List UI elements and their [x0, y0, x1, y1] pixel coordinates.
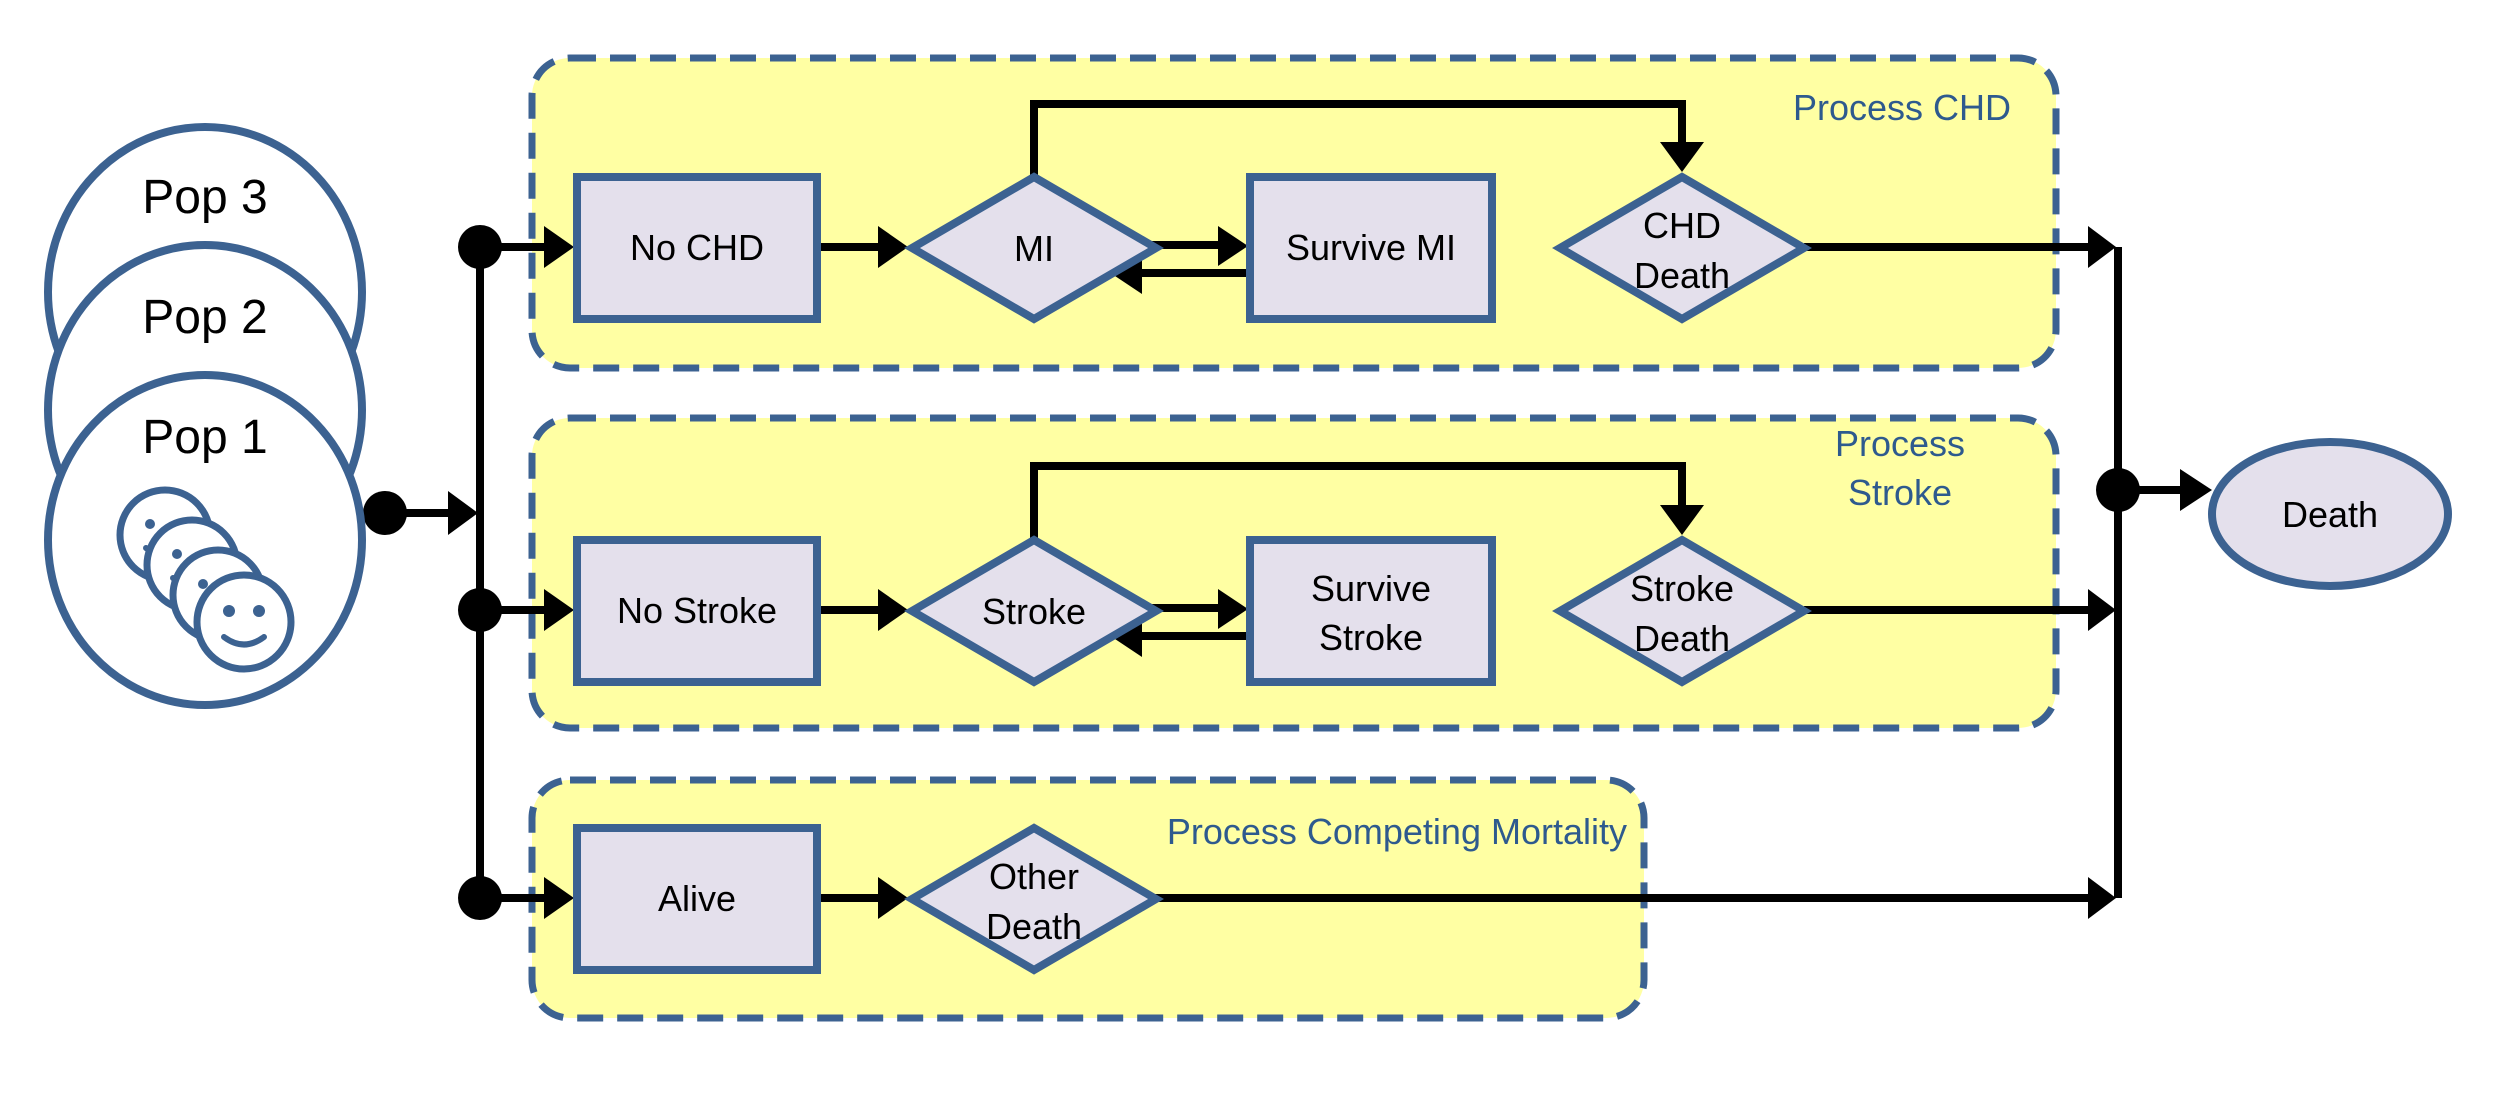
arrowhead-pop-to-trunk: [448, 491, 478, 535]
population-2-label: Pop 2: [142, 291, 267, 344]
population-1: Pop 1: [44, 371, 366, 709]
process-stroke-label-line2: Stroke: [1848, 472, 1952, 513]
state-survive-stroke: Survive Stroke: [1246, 536, 1496, 686]
junction-dot-chd-start: [458, 225, 502, 269]
state-stroke-death-label-line1: Stroke: [1630, 568, 1734, 609]
junction-dot-competing-start: [458, 876, 502, 920]
state-survive-stroke-label-line1: Survive: [1311, 568, 1431, 609]
arrowhead-to-no-stroke: [544, 589, 574, 631]
junction-dot-stroke-start: [458, 588, 502, 632]
state-no-stroke: No Stroke: [573, 536, 821, 686]
arrowhead-to-mi: [878, 226, 908, 268]
junction-dots: [363, 225, 2140, 920]
state-stroke-death: Stroke Death: [1552, 535, 1812, 687]
state-survive-mi: Survive MI: [1246, 173, 1496, 323]
arrowhead-to-chd-death: [1660, 142, 1704, 172]
state-stroke: Stroke: [904, 535, 1164, 687]
connector-mi-to-chd-death: [1030, 100, 1686, 177]
junction-dot-death: [2096, 468, 2140, 512]
population-1-label: Pop 1: [142, 411, 267, 464]
arrowhead-to-other-death: [878, 877, 908, 919]
state-other-death-label-line2: Death: [986, 906, 1082, 947]
state-survive-stroke-label-line2: Stroke: [1319, 617, 1423, 658]
connectors: [385, 100, 2184, 902]
arrowhead-to-alive: [544, 877, 574, 919]
arrowhead-to-death: [2180, 469, 2212, 511]
arrowhead-to-stroke-death: [1660, 505, 1704, 535]
arrowhead-to-stroke: [878, 589, 908, 631]
state-mi: MI: [904, 172, 1164, 324]
population-3-label: Pop 3: [142, 171, 267, 224]
state-alive: Alive: [573, 824, 821, 974]
outcome-death-label: Death: [2282, 494, 2378, 535]
state-alive-label: Alive: [658, 878, 736, 919]
populations: Pop 3 Pop 2 Pop 1: [44, 123, 366, 709]
arrowhead-competing-to-right-trunk: [2088, 877, 2116, 919]
state-no-chd-label: No CHD: [630, 227, 764, 268]
state-chd-death: CHD Death: [1552, 172, 1812, 324]
state-no-chd: No CHD: [573, 173, 821, 323]
process-competing-label: Process Competing Mortality: [1167, 811, 1627, 852]
process-stroke-label-line1: Process: [1835, 423, 1965, 464]
state-chd-death-label-line1: CHD: [1643, 205, 1721, 246]
person-icon-4: [193, 571, 295, 673]
state-survive-mi-label: Survive MI: [1286, 227, 1456, 268]
state-other-death: Other Death: [904, 823, 1164, 975]
outcome-death: Death: [2208, 438, 2452, 590]
state-other-death-label-line1: Other: [989, 856, 1079, 897]
arrowhead-to-survive-stroke: [1218, 589, 1248, 629]
state-no-stroke-label: No Stroke: [617, 590, 777, 631]
arrowhead-to-no-chd: [544, 226, 574, 268]
process-chd-label: Process CHD: [1793, 87, 2011, 128]
state-stroke-death-label-line2: Death: [1634, 618, 1730, 659]
arrowhead-chd-to-right-trunk: [2088, 226, 2116, 268]
arrowhead-to-survive-mi: [1218, 226, 1248, 266]
state-chd-death-label-line2: Death: [1634, 255, 1730, 296]
state-mi-label: MI: [1014, 228, 1054, 269]
arrowhead-stroke-to-right-trunk: [2088, 589, 2116, 631]
connector-stroke-to-stroke-death: [1030, 462, 1686, 540]
junction-dot-populations: [363, 491, 407, 535]
state-stroke-label: Stroke: [982, 591, 1086, 632]
